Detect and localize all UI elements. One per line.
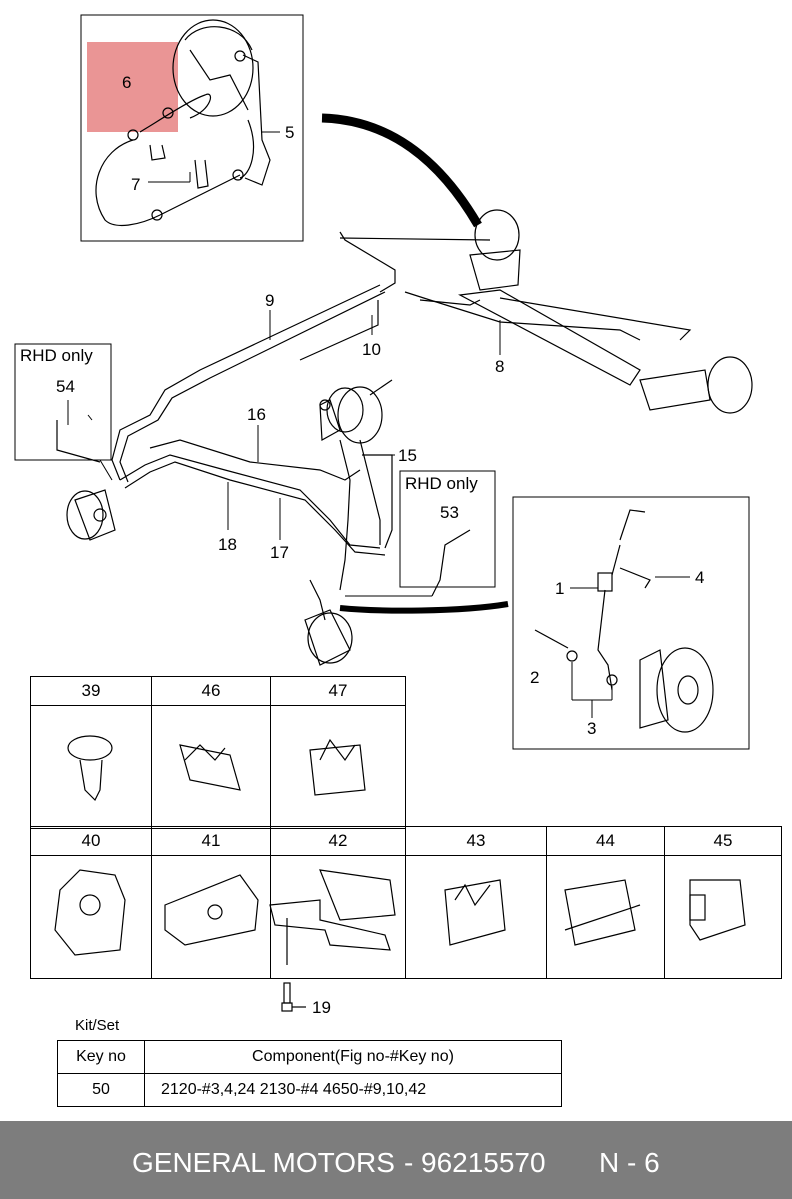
footer-separator: - [404,1147,414,1178]
footer-bar: GENERAL MOTORS - 96215570 N - 6 [0,1121,792,1199]
footer-brand: GENERAL MOTORS [132,1147,395,1178]
footer-page: N - 6 [599,1147,660,1178]
callout-9[interactable]: 9 [265,291,275,310]
callout-2[interactable]: 2 [530,668,540,687]
callout-18[interactable]: 18 [218,535,237,554]
rhd-right-title: RHD only [405,474,478,493]
parts-grid-row1: 39 46 47 [30,676,406,829]
part-header-39: 39 [30,676,152,706]
callout-7[interactable]: 7 [131,175,141,194]
callout-8[interactable]: 8 [495,357,505,376]
parts-grid-row2: 40 41 42 43 44 45 [30,826,782,979]
callout-53[interactable]: 53 [440,503,459,522]
rhd-left-title: RHD only [20,346,93,365]
part-header-46: 46 [151,676,271,706]
kit-table: Key no Component(Fig no-#Key no) 50 2120… [57,1040,562,1107]
callout-3[interactable]: 3 [587,719,597,738]
part-header-47: 47 [270,676,406,706]
part-header-41: 41 [151,826,271,856]
highlight-callout-6 [87,42,178,132]
callout-6[interactable]: 6 [122,73,132,92]
callout-1[interactable]: 1 [555,579,565,598]
part-header-44: 44 [546,826,665,856]
kit-header-key: Key no [57,1040,145,1074]
callout-4[interactable]: 4 [695,568,705,587]
part-image-44[interactable] [546,855,665,979]
kit-header-component: Component(Fig no-#Key no) [144,1040,562,1074]
callout-5[interactable]: 5 [285,123,295,142]
part-image-40[interactable] [30,855,152,979]
part-header-40: 40 [30,826,152,856]
footer-part-number: 96215570 [421,1147,546,1178]
callout-16[interactable]: 16 [247,405,266,424]
part-image-42[interactable] [270,855,406,979]
callout-15[interactable]: 15 [398,446,417,465]
part-image-46[interactable] [151,705,271,829]
part-image-45[interactable] [664,855,782,979]
callout-54[interactable]: 54 [56,377,75,396]
callout-19[interactable]: 19 [312,998,331,1017]
part-image-47[interactable] [270,705,406,829]
part-header-43: 43 [405,826,547,856]
kit-caption: Kit/Set [75,1017,120,1034]
part-image-43[interactable] [405,855,547,979]
callout-17[interactable]: 17 [270,543,289,562]
kit-row-key: 50 [57,1073,145,1107]
part-header-45: 45 [664,826,782,856]
part-header-42: 42 [270,826,406,856]
part-image-39[interactable] [30,705,152,829]
callout-10[interactable]: 10 [362,340,381,359]
kit-row-component: 2120-#3,4,24 2130-#4 4650-#9,10,42 [144,1073,562,1107]
part-image-41[interactable] [151,855,271,979]
